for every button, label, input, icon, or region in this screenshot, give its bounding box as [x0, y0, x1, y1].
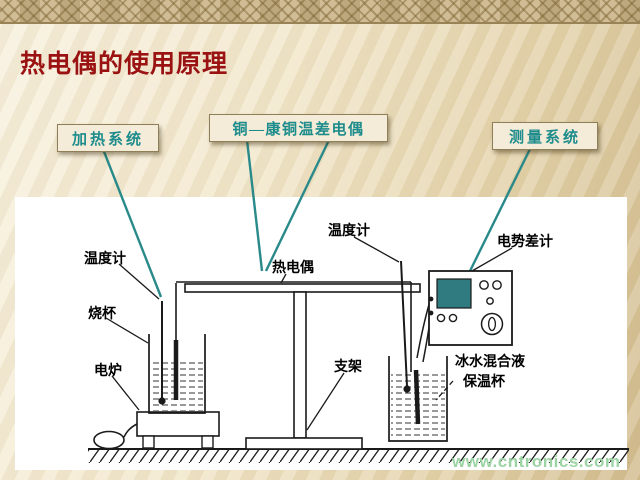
watermark: www.cntronics.com — [452, 452, 621, 471]
label-thermocouple: 热电偶 — [272, 261, 314, 276]
callout-heating-system: 加热系统 — [57, 124, 159, 152]
label-thermometer-left: 温度计 — [84, 252, 126, 267]
label-thermos-line2: 保温杯 — [463, 375, 505, 390]
callout-measuring-label: 测量系统 — [508, 129, 581, 146]
label-thermos-line1: 冰水混合液 — [455, 355, 525, 370]
label-beaker: 烧杯 — [88, 307, 116, 322]
callout-thermocouple: 铜—康铜温差电偶 — [209, 114, 388, 142]
callout-thermocouple-label: 铜—康铜温差电偶 — [232, 121, 365, 138]
decorative-top-border — [0, 0, 640, 24]
page-title: 热电偶的使用原理 — [20, 51, 229, 78]
label-potentiometer: 电势差计 — [497, 235, 553, 250]
callout-measuring-system: 测量系统 — [492, 122, 598, 150]
label-thermometer-right: 温度计 — [328, 224, 370, 239]
callout-heating-label: 加热系统 — [71, 131, 144, 148]
label-stand: 支架 — [334, 360, 362, 375]
label-furnace: 电炉 — [94, 364, 122, 379]
